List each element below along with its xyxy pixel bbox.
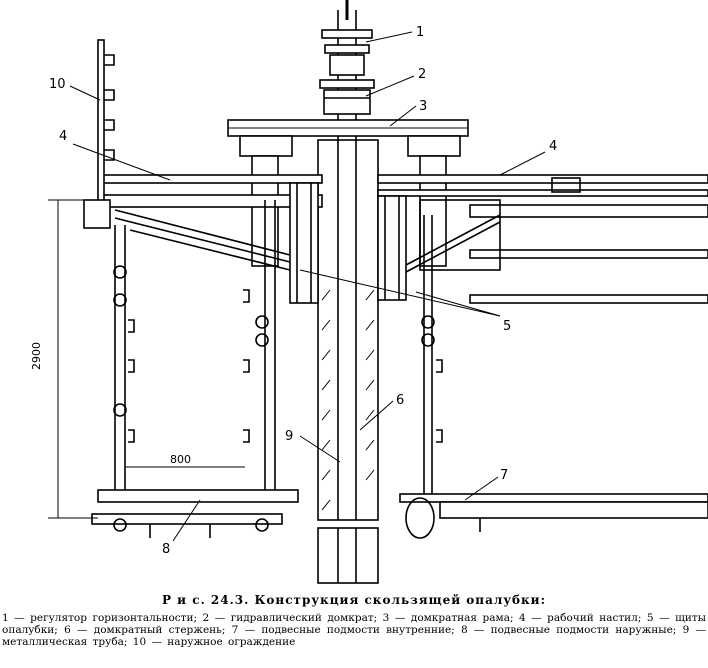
callout-6: 6 (396, 393, 404, 408)
dimension-lines (48, 199, 245, 519)
inner-hanging-scaffold (399, 215, 708, 539)
diagonal-braces (114, 199, 501, 273)
callout-7: 7 (500, 468, 508, 483)
jack-frame (227, 119, 469, 267)
caption-title: Р и с. 24.3. Конструкция скользящей опал… (161, 593, 547, 607)
working-deck-left (99, 174, 323, 208)
callout-4-left: 4 (59, 129, 67, 144)
dimension-height: 2900 (30, 342, 43, 370)
horizontality-regulator (321, 29, 373, 76)
outer-guardrail (83, 39, 115, 229)
callout-9: 9 (285, 429, 293, 444)
dimension-width: 800 (170, 453, 191, 466)
jack-rod (317, 0, 379, 584)
formwork-drawing: 1 2 3 4 4 5 6 7 8 9 10 2900 800 (30, 0, 708, 584)
figure-caption: Р и с. 24.3. Конструкция скользящей опал… (0, 594, 708, 648)
callout-10: 10 (49, 77, 66, 92)
caption-legend: 1 — регулятор горизонтальности; 2 — гидр… (2, 612, 706, 648)
hydraulic-jack (319, 79, 375, 115)
callout-5: 5 (503, 319, 511, 334)
leader-lines (69, 31, 546, 542)
callout-3: 3 (419, 99, 427, 114)
formwork-shields (289, 182, 407, 304)
callout-4-right: 4 (549, 139, 557, 154)
callout-1: 1 (416, 25, 424, 40)
callout-8: 8 (162, 542, 170, 557)
working-deck-right (377, 174, 708, 304)
callout-2: 2 (418, 67, 426, 82)
